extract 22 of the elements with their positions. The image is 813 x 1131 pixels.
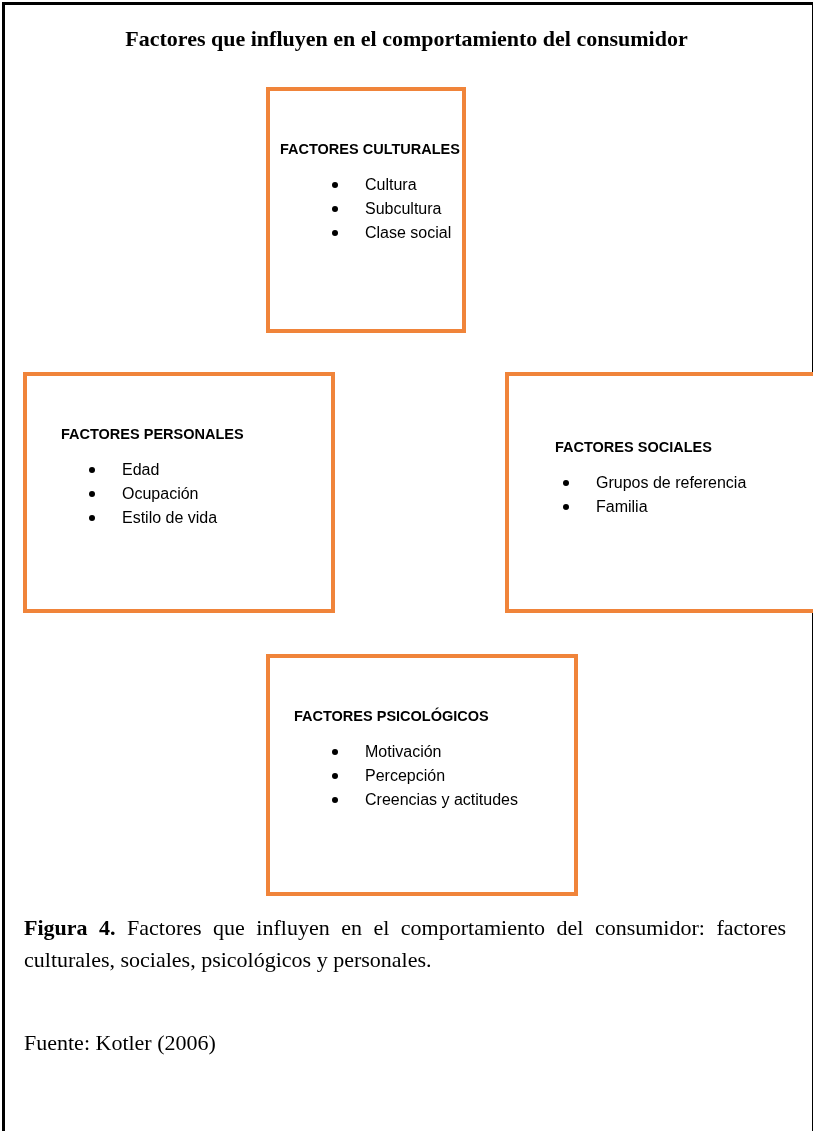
title: Factores que influyen en el comportamiento del consumidor	[124, 26, 689, 52]
list-item: Clase social	[365, 224, 452, 241]
box-heading: FACTORES PERSONALES	[61, 426, 244, 442]
list-item: Subcultura	[365, 200, 442, 217]
factor-box	[266, 654, 578, 896]
factor-box	[23, 372, 335, 613]
list-item: Motivación	[365, 743, 442, 760]
list-item: Edad	[122, 461, 160, 478]
list-item: Percepción	[365, 767, 446, 784]
box-heading: FACTORES CULTURALES	[280, 141, 460, 157]
list-item: Familia	[596, 498, 648, 515]
list-item: Creencias y actitudes	[365, 791, 518, 808]
list-item: Grupos de referencia	[596, 474, 747, 491]
list-item: Ocupación	[122, 485, 199, 502]
box-heading: FACTORES PSICOLÓGICOS	[294, 708, 489, 724]
box-heading: FACTORES SOCIALES	[555, 439, 712, 455]
factor-box	[505, 372, 813, 613]
list-item: Cultura	[365, 176, 417, 193]
list-item: Estilo de vida	[122, 509, 218, 526]
caption: Figura 4. Factores que influyen en el comportamiento del consumidor: factores culturales, sociales, psicológicos y personales.	[24, 914, 786, 974]
source-note: Fuente: Kotler (2006)	[24, 1030, 216, 1056]
factor-box	[266, 87, 466, 333]
